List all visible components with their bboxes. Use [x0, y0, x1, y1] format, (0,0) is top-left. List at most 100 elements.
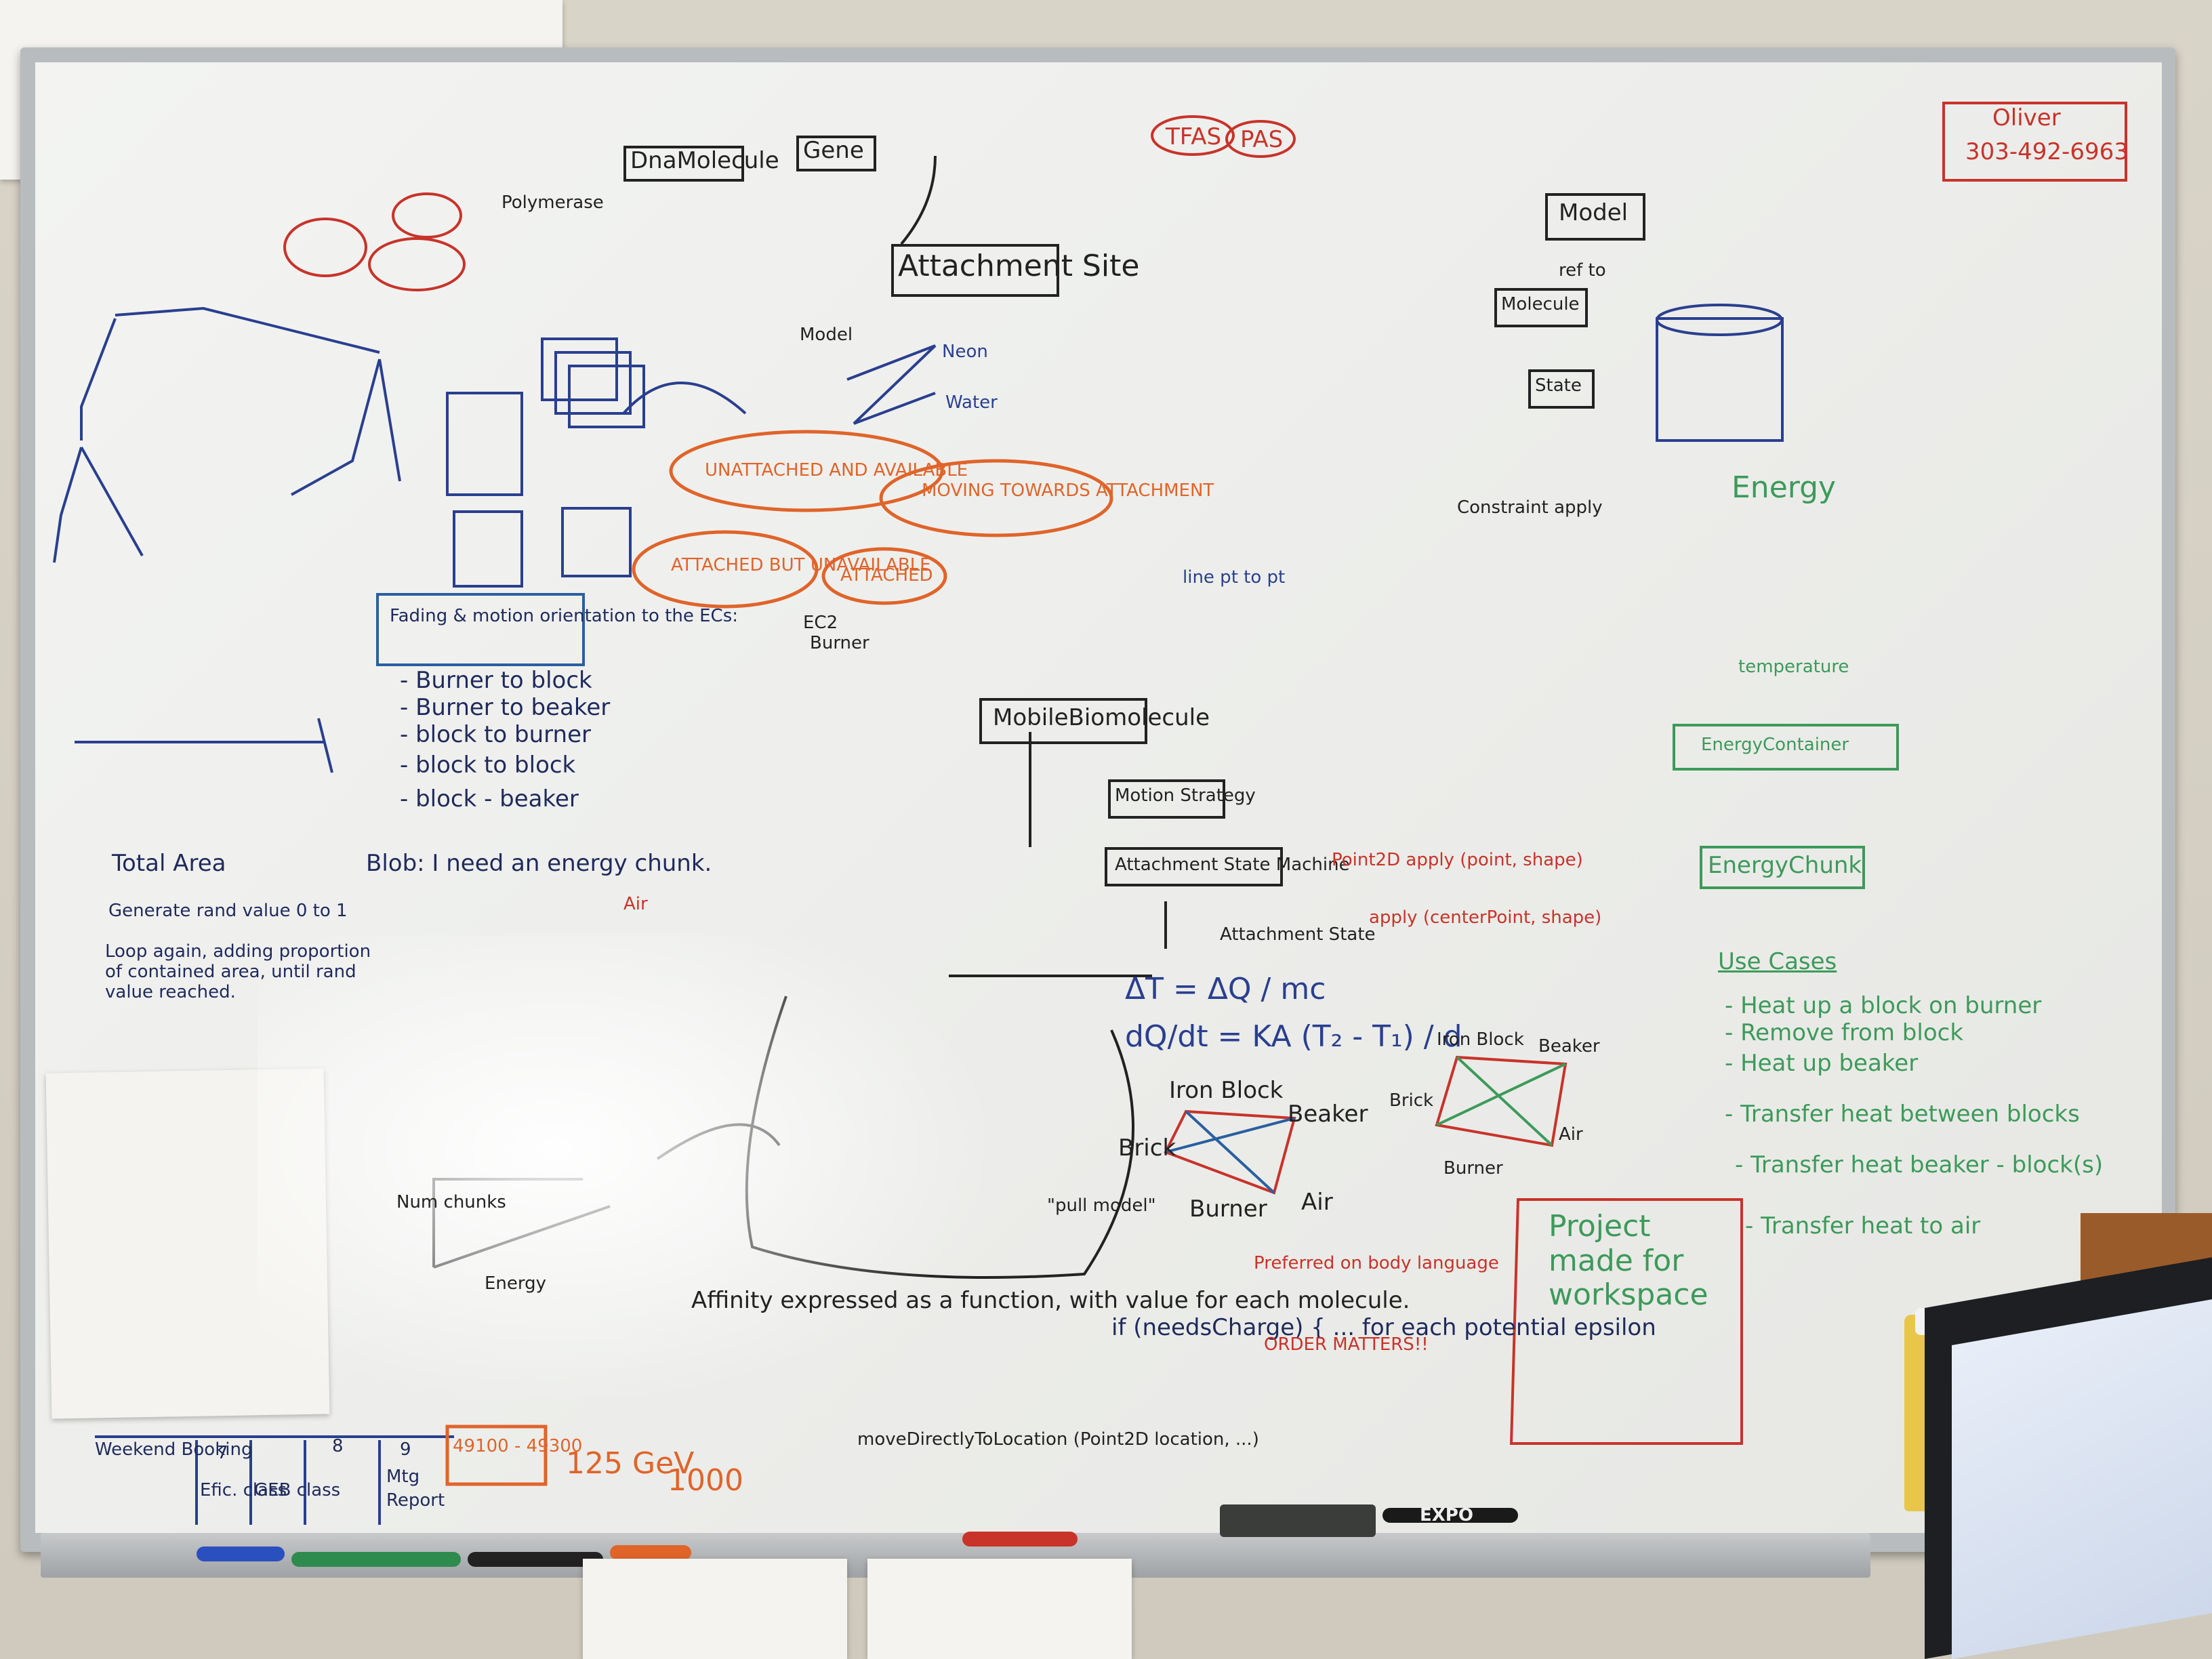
energy-chunk-label: EnergyChunk [1708, 852, 1862, 879]
bottom-number-3: 1000 [668, 1463, 743, 1498]
state-label: State [1535, 375, 1582, 396]
affinity-note: Affinity expressed as a function, with v… [691, 1287, 1410, 1314]
node-right-air: Air [1559, 1124, 1583, 1145]
gene-box [796, 136, 876, 171]
ec2-label: EC2 [803, 613, 838, 633]
expo-marker-label: EXPO [1420, 1505, 1473, 1525]
tfas-label: TFAS [1166, 123, 1222, 150]
state-moving: MOVING TOWARDS ATTACHMENT [922, 480, 1214, 501]
num-chunks-label: Num chunks [396, 1192, 506, 1212]
neon-label: Neon [942, 342, 988, 362]
pull-model-label: "pull model" [1047, 1195, 1156, 1216]
apply-note: apply (centerPoint, shape) [1369, 907, 1602, 928]
energy-axis-label: Energy [485, 1273, 547, 1294]
molecule-box [1494, 288, 1588, 327]
use-case-5: - Transfer heat beaker - block(s) [1735, 1151, 2104, 1179]
gene-label: Gene [803, 137, 864, 164]
node-left-air: Air [1301, 1189, 1333, 1216]
attachment-site-box [891, 244, 1059, 297]
list-item-3: - block to burner [400, 721, 591, 748]
molecule-label: Molecule [1501, 294, 1580, 314]
attachment-state-machine-box [1105, 847, 1283, 886]
bottom-number-2: 125 GeV [566, 1446, 695, 1481]
burner-label: Burner [810, 633, 869, 653]
bottom-table-col-9: 9 [400, 1439, 411, 1460]
contact-phone: 303-492-6963 [1965, 138, 2129, 165]
list-item-1: - Burner to block [400, 667, 592, 694]
mobile-molecule-label: MobileBiomolecule [993, 704, 1210, 731]
preferred-note: Preferred on body language [1254, 1253, 1499, 1273]
use-case-2: - Remove from block [1725, 1019, 1964, 1046]
model-box [1545, 193, 1645, 241]
blob-note: Blob: I need an energy chunk. [366, 850, 712, 877]
node-left-iron-block: Iron Block [1169, 1077, 1284, 1104]
motion-strategy-box [1108, 779, 1225, 819]
contact-box [1942, 102, 2127, 182]
bottom-table-col-8: 8 [332, 1436, 344, 1456]
marker-black[interactable] [468, 1552, 603, 1567]
ref-to-label: ref to [1559, 260, 1606, 281]
monitor-screen [1952, 1299, 2212, 1659]
total-area: Total Area [112, 850, 226, 877]
bottom-table-efic: Efic. class [200, 1480, 287, 1500]
node-right-brick: Brick [1389, 1090, 1434, 1111]
node-left-brick: Brick [1118, 1134, 1176, 1162]
use-case-4: - Transfer heat between blocks [1725, 1101, 2080, 1128]
fading-list-box [376, 593, 585, 666]
bottom-table-mtg: Mtg [386, 1467, 420, 1487]
node-left-beaker: Beaker [1288, 1101, 1368, 1128]
state-box [1528, 369, 1595, 409]
marker-red[interactable] [962, 1532, 1078, 1547]
marker-green[interactable] [291, 1552, 461, 1567]
state-unattached: UNATTACHED AND AVAILABLE [705, 460, 968, 480]
node-left-burner: Burner [1189, 1195, 1267, 1223]
order-matters-note: ORDER MATTERS!! [1264, 1334, 1429, 1355]
contact-name: Oliver [1992, 104, 2061, 131]
use-case-3: - Heat up beaker [1725, 1050, 1919, 1077]
pas-label: PAS [1240, 126, 1284, 153]
constraint-label: Constraint apply [1457, 497, 1603, 518]
equation-delta-t: ΔT = ΔQ / mc [1125, 972, 1326, 1006]
dna-molecule-box [623, 146, 744, 182]
eraser[interactable] [1220, 1504, 1376, 1537]
temperature-label: temperature [1738, 657, 1849, 677]
paper-below-tray-2 [867, 1559, 1132, 1659]
bottom-number-1: 49100 - 49300 [453, 1436, 583, 1456]
fading-list-title: Fading & motion orientation to the ECs: [390, 606, 738, 626]
attachment-state-label: Attachment State [1220, 924, 1376, 945]
list-item-2: - Burner to beaker [400, 694, 611, 721]
energy-container-label: EnergyContainer [1701, 735, 1849, 755]
use-case-1: - Heat up a block on burner [1725, 992, 2042, 1019]
list-item-5: - block - beaker [400, 785, 579, 813]
marker-orange[interactable] [610, 1545, 691, 1560]
model-note-label: Model [800, 325, 853, 345]
model-label: Model [1559, 199, 1629, 226]
air-label: Air [623, 894, 648, 914]
polymerase-label: Polymerase [501, 192, 604, 213]
water-label: Water [945, 392, 998, 413]
energy-label: Energy [1732, 470, 1837, 505]
list-item-4: - block to block [400, 752, 576, 779]
loop-note: Loop again, adding proportion of contain… [105, 941, 371, 1002]
state-attached-unavailable: ATTACHED BUT UNAVAILABLE [671, 555, 931, 575]
node-right-iron-block: Iron Block [1437, 1029, 1524, 1050]
dna-molecule-label: DnaMolecule [630, 147, 779, 174]
node-right-beaker: Beaker [1538, 1036, 1600, 1057]
marker-expo-black[interactable] [1382, 1508, 1518, 1523]
attachment-site-label: Attachment Site [898, 249, 1140, 283]
attachment-state-machine-label: Attachment State Machine [1115, 855, 1350, 875]
use-cases-title: Use Cases [1718, 948, 1837, 975]
state-attached: ATTACHED [840, 565, 933, 586]
node-right-burner: Burner [1443, 1158, 1503, 1179]
point2d-label: Point2D apply (point, shape) [1332, 850, 1583, 870]
paper-below-tray-1 [583, 1559, 847, 1659]
if-code-note: if (needsCharge) { ... for each potentia… [1111, 1314, 1656, 1341]
bottom-code-note: moveDirectlyToLocation (Point2D location… [857, 1429, 1259, 1450]
marker-blue[interactable] [197, 1547, 285, 1561]
use-case-6: - Transfer heat to air [1745, 1212, 1981, 1240]
equation-dq-dt: dQ/dt = KA (T₂ - T₁) / d [1125, 1019, 1462, 1054]
bottom-table-col-7: 7 [217, 1443, 228, 1463]
line-pt-label: line pt to pt [1183, 567, 1286, 588]
bottom-table-report: Report [386, 1490, 445, 1511]
mobile-molecule-box [979, 698, 1147, 744]
